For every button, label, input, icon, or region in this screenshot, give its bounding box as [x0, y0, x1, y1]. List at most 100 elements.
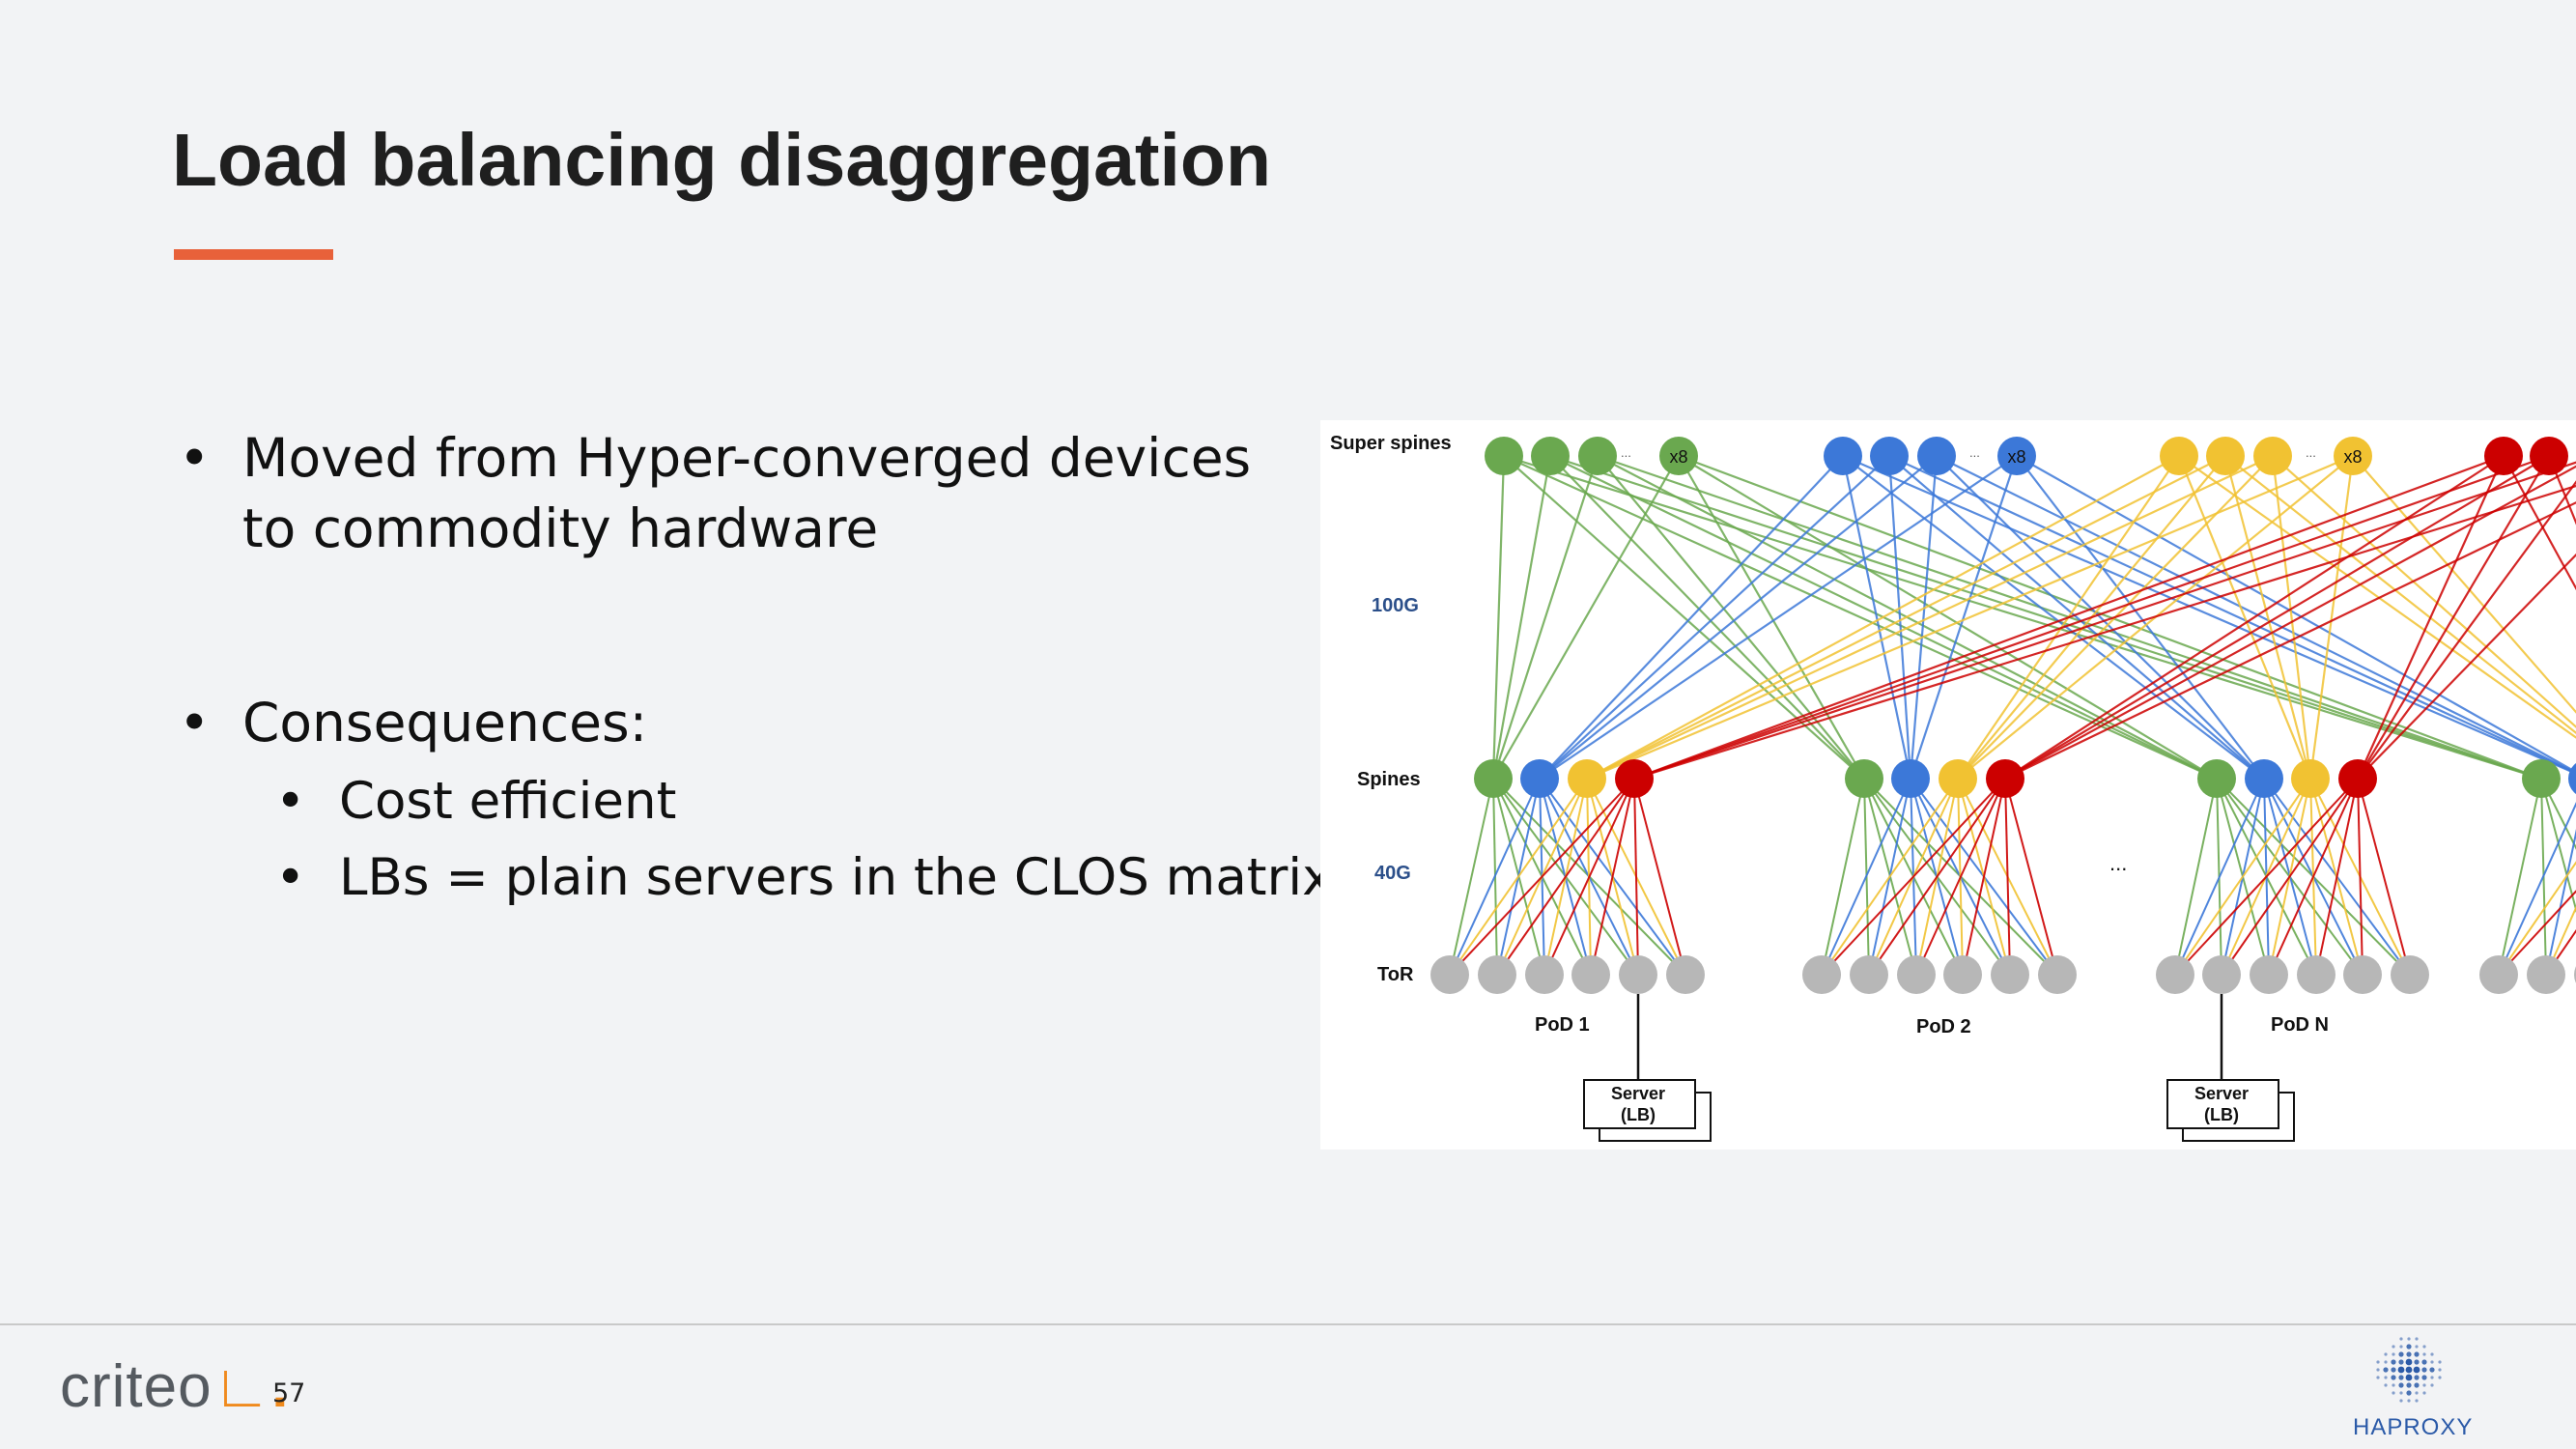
haproxy-logo-dot: [2406, 1382, 2412, 1388]
haproxy-logo-dot: [2398, 1382, 2404, 1388]
haproxy-logo-dot: [2384, 1383, 2388, 1387]
super-spine-ellipsis: ...: [1969, 445, 1980, 460]
haproxy-logo-dot: [2398, 1351, 2404, 1357]
multiplier-label: x8: [2343, 447, 2362, 467]
haproxy-logo-dot: [2384, 1376, 2388, 1379]
tor-node: [1666, 955, 1705, 994]
haproxy-logo-dot: [2384, 1352, 2388, 1356]
super-spine-link: [1503, 454, 2218, 781]
super-spine-link: [2357, 455, 2550, 780]
tor-node: [2391, 955, 2429, 994]
super-spine-node: [2206, 437, 2245, 475]
super-spine-link: [2004, 455, 2550, 780]
criteo-corner-mark: ∟.: [212, 1353, 290, 1420]
spine-tor-link: [2174, 778, 2311, 976]
super-spines-label: Super spines: [1330, 433, 1452, 454]
haproxy-logo-dot: [2422, 1345, 2426, 1349]
pods-ellipsis: ...: [2109, 851, 2127, 875]
haproxy-logo-dot: [2383, 1367, 2389, 1373]
super-spine-link: [1586, 454, 2354, 781]
haproxy-logo-dot: [2430, 1352, 2434, 1356]
haproxy-logo-dot: [2421, 1359, 2427, 1365]
spine-node: [2568, 763, 2576, 794]
super-spine-node: [2484, 437, 2523, 475]
spine-node: [1520, 759, 1559, 798]
tor-node: [1430, 955, 1469, 994]
tor-node: [1991, 955, 2029, 994]
spine-tor-link: [2357, 778, 2411, 976]
haproxy-logo-dot: [2392, 1352, 2395, 1356]
haproxy-logo-dot: [2406, 1344, 2412, 1350]
title-accent-bar: [174, 249, 333, 260]
spine-tor-link: [2545, 928, 2576, 976]
tor-label: ToR: [1377, 964, 1414, 985]
super-spine-link: [2356, 455, 2505, 780]
super-spine-link: [1633, 454, 2505, 781]
super-spine-link: [1503, 454, 2542, 781]
super-spine-ellipsis: ...: [1621, 445, 1631, 460]
haproxy-logo-dot: [2392, 1391, 2395, 1395]
spine-tor-link: [2498, 890, 2576, 976]
super-spine-node: [1997, 437, 2036, 475]
clos-topology-diagram: x8x8x8x8 Super spines 100G Spines 40G To…: [1320, 420, 2576, 1150]
tor-node: [1525, 955, 1564, 994]
super-spine-node: [1578, 437, 1617, 475]
bullet-text: LBs = plain servers in the CLOS matrix!: [339, 848, 1353, 907]
haproxy-logo-dot: [2414, 1359, 2420, 1365]
spine-node: [2291, 759, 2330, 798]
speed-100g-label: 100G: [1372, 595, 1419, 616]
spine-tor-link: [2498, 778, 2542, 976]
spine-tor-link: [2545, 828, 2576, 976]
spine-tor-link: [1821, 778, 1911, 976]
slide-title: Load balancing disaggregation: [172, 119, 1272, 202]
haproxy-logo-dot: [2430, 1383, 2434, 1387]
bullet-text: Cost efficient: [339, 772, 677, 831]
tor-node: [1897, 955, 1936, 994]
super-spine-link: [2004, 501, 2576, 780]
server-box: [2166, 1079, 2279, 1129]
spine-tor-link: [2540, 778, 2576, 850]
bullet-text: to commodity hardware: [242, 497, 879, 559]
haproxy-logo-dot: [2392, 1345, 2395, 1349]
spine-tor-link: [1496, 778, 1635, 976]
haproxy-logo-dot: [2415, 1391, 2419, 1395]
spine-node: [1615, 759, 1654, 798]
haproxy-logo-dot: [2414, 1382, 2420, 1388]
spine-tor-link: [2174, 778, 2359, 976]
super-spine-link: [1491, 455, 1552, 780]
haproxy-logo-dot: [2399, 1399, 2403, 1403]
spine-tor-link: [2004, 778, 2011, 976]
spine-tor-link: [1821, 778, 2006, 976]
super-spine-link: [2271, 455, 2312, 780]
spine-node: [2522, 759, 2561, 798]
haproxy-logo-dot: [2413, 1366, 2420, 1374]
haproxy-wordmark: HAPROXY: [2353, 1414, 2474, 1440]
bullet-glyph: •: [179, 427, 211, 489]
super-spine-link: [2357, 553, 2576, 780]
haproxy-logo-dot: [2391, 1359, 2396, 1365]
spine-tor-link: [2268, 778, 2359, 976]
spine-node: [1939, 759, 1977, 798]
super-spine-link: [1633, 454, 2550, 781]
super-spine-link: [1909, 455, 1939, 780]
bullet-text: Consequences:: [242, 692, 648, 753]
haproxy-logo-dot: [2422, 1352, 2426, 1356]
criteo-wordmark: criteo: [60, 1353, 212, 1420]
super-spine-link: [2503, 455, 2576, 591]
haproxy-logo-dot: [2397, 1366, 2405, 1374]
spine-tor-link: [2498, 802, 2576, 976]
spine-node: [1891, 759, 1930, 798]
super-spine-link: [1887, 455, 1912, 780]
haproxy-logo-dot: [2406, 1351, 2412, 1357]
tor-node: [2202, 955, 2241, 994]
super-spine-link: [2547, 455, 2576, 526]
super-spine-link: [1678, 455, 2218, 780]
super-spine-node: [2253, 437, 2292, 475]
haproxy-logo-dot: [2391, 1367, 2396, 1373]
spine-tor-link: [2357, 778, 2364, 976]
spine-tor-link: [1543, 778, 1635, 976]
super-spine-link: [1491, 455, 1506, 780]
super-spine-link: [2308, 455, 2355, 780]
page-number: 57: [272, 1378, 306, 1408]
bullet-glyph: •: [275, 848, 306, 907]
